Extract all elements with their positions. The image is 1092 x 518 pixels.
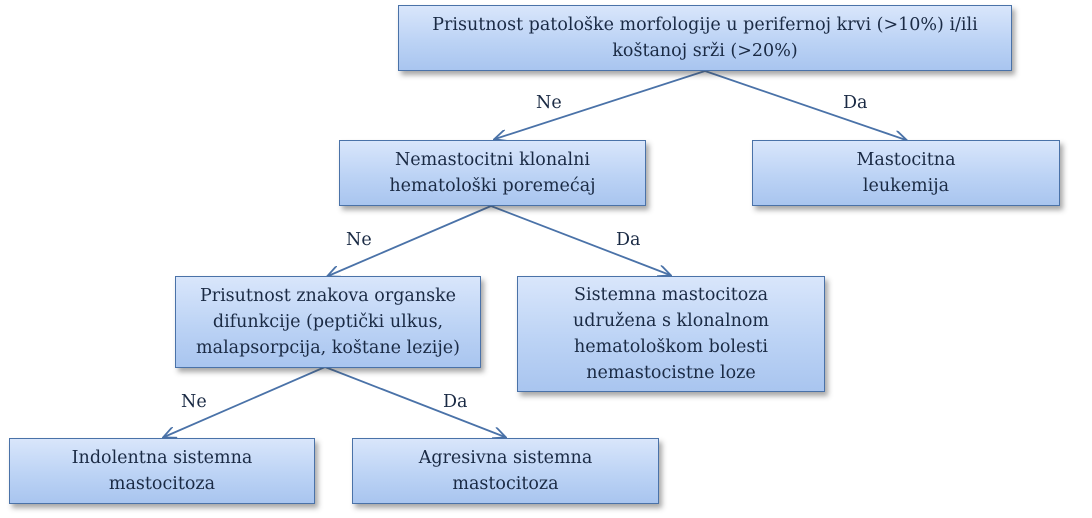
edge-label-root-da: Da — [843, 93, 868, 113]
node-pathological-morphology: Prisutnost patološke morfologije u perif… — [398, 5, 1012, 71]
node-line: hematološki poremećaj — [389, 176, 596, 196]
node-line: Sistemna mastocitoza — [573, 285, 768, 305]
node-line: Agresivna sistemna — [418, 448, 593, 468]
node-organ-dysfunction: Prisutnost znakova organske difunkcije (… — [175, 276, 481, 368]
node-line: hematološkom bolesti — [574, 337, 768, 357]
node-line: Indolentna sistemna — [71, 448, 253, 468]
node-line: mastocitoza — [108, 474, 216, 494]
node-line: koštanoj srži (>20%) — [612, 41, 798, 61]
node-sm-associated-clonal: Sistemna mastocitoza udružena s klonalno… — [517, 276, 825, 392]
node-line: malapsorpcija, koštane lezije) — [196, 338, 460, 358]
edge-label-organ-da: Da — [443, 392, 468, 412]
edge-label-organ-ne: Ne — [181, 392, 207, 412]
node-non-mast-clonal-disorder: Nemastocitni klonalni hematološki poreme… — [339, 140, 646, 206]
arrow-organ-da — [324, 366, 505, 437]
arrow-nonmast-da — [490, 205, 670, 275]
node-line: leukemija — [862, 176, 950, 196]
edge-label-nonmast-da: Da — [616, 230, 641, 250]
arrow-nonmast-ne — [328, 205, 492, 276]
node-line: Prisutnost znakova organske — [199, 286, 457, 306]
node-line: difunkcije (peptički ulkus, — [212, 312, 444, 332]
edge-label-root-ne: Ne — [536, 93, 562, 113]
arrow-root-da — [704, 70, 906, 140]
arrow-root-ne — [495, 70, 706, 139]
arrow-organ-ne — [164, 366, 326, 437]
node-mast-cell-leukemia: Mastocitna leukemija — [752, 140, 1060, 206]
node-line: nemastocistne loze — [586, 363, 756, 383]
node-line: Prisutnost patološke morfologije u perif… — [432, 15, 978, 35]
node-line: mastocitoza — [452, 474, 559, 494]
node-line: udružena s klonalnom — [573, 311, 769, 331]
node-line: Nemastocitni klonalni — [394, 150, 590, 170]
edge-label-nonmast-ne: Ne — [346, 230, 372, 250]
node-line: Mastocitna — [856, 150, 956, 170]
node-indolent-sm: Indolentna sistemna mastocitoza — [9, 438, 315, 504]
node-aggressive-sm: Agresivna sistemna mastocitoza — [352, 438, 659, 504]
